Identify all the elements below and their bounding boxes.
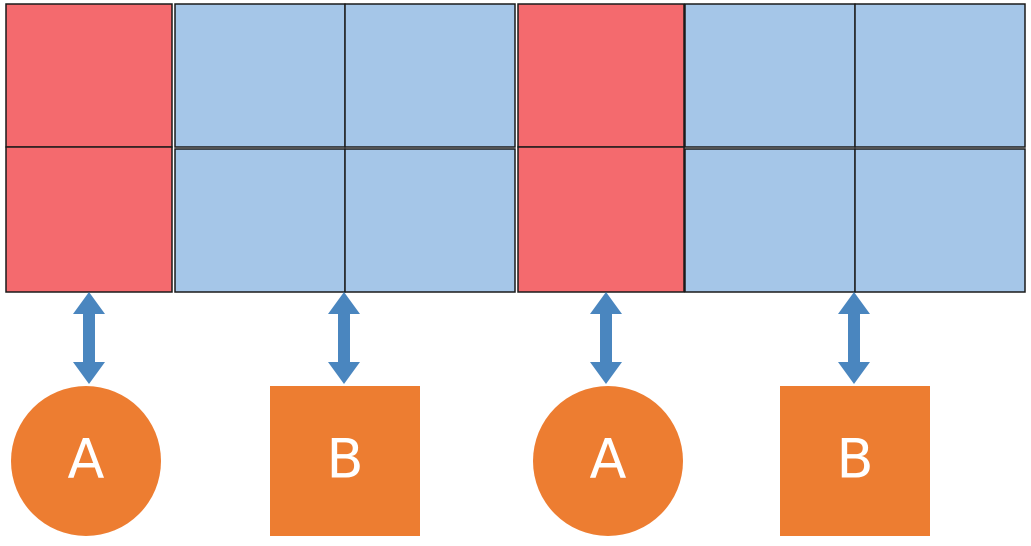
double-arrow-icon [590, 292, 622, 384]
red-cell [517, 146, 685, 293]
red-cell-group [5, 3, 173, 293]
node-a: A [533, 386, 683, 536]
node-label: B [326, 428, 363, 491]
node-label: A [590, 428, 627, 491]
circle-node [533, 386, 683, 536]
blue-cell [344, 148, 516, 293]
double-arrow-icon [328, 292, 360, 384]
blue-cell-group [174, 3, 516, 293]
blue-cell [174, 3, 346, 148]
red-cell [5, 3, 173, 148]
blue-cell [684, 148, 856, 293]
square-node [780, 386, 930, 536]
node-label: A [68, 428, 105, 491]
cell-grid [5, 3, 1026, 293]
double-arrow-icon [73, 292, 105, 384]
blue-cell [174, 148, 346, 293]
red-cell-group [517, 3, 685, 293]
square-node [270, 386, 420, 536]
blue-cell [854, 3, 1026, 148]
node-a: A [11, 386, 161, 536]
red-cell [517, 3, 685, 148]
node-b: B [270, 386, 420, 536]
node-b: B [780, 386, 930, 536]
blue-cell [684, 3, 856, 148]
blue-cell-group [684, 3, 1026, 293]
red-cell [5, 146, 173, 293]
node-label: B [836, 428, 873, 491]
circle-node [11, 386, 161, 536]
node-layer: A B A B [11, 386, 930, 536]
blue-cell [854, 148, 1026, 293]
blue-cell [344, 3, 516, 148]
arrow-layer [73, 292, 870, 384]
double-arrow-icon [838, 292, 870, 384]
